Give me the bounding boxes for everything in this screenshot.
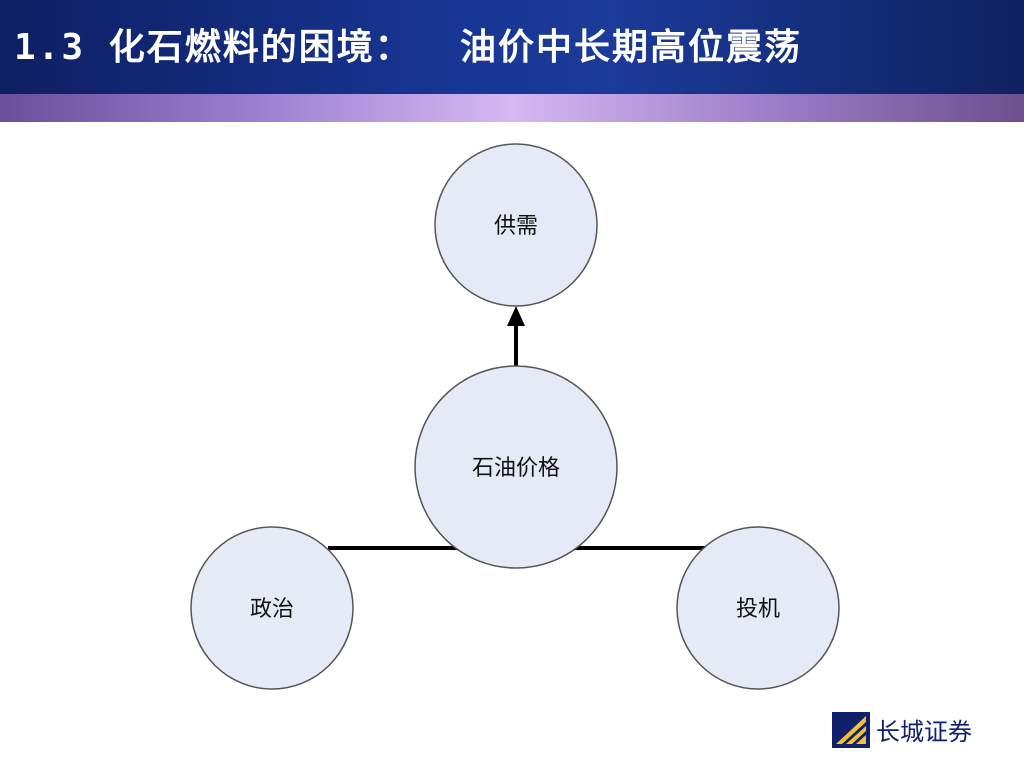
node-left-circle bbox=[190, 526, 354, 690]
node-top-label: 供需 bbox=[494, 214, 538, 239]
slide-title: 1.3 化石燃料的困境： 油价中长期高位震荡 bbox=[14, 27, 803, 68]
logo-emblem-icon bbox=[832, 712, 870, 748]
node-left-label: 政治 bbox=[250, 597, 294, 622]
arrowhead-to-top bbox=[507, 306, 525, 326]
node-top-circle bbox=[434, 143, 598, 307]
node-center-label: 石油价格 bbox=[472, 456, 560, 481]
node-right: 投机 bbox=[676, 526, 840, 690]
node-left: 政治 bbox=[190, 526, 354, 690]
title-accent-stripe bbox=[0, 94, 1024, 122]
node-right-label: 投机 bbox=[736, 597, 780, 622]
title-bar: 1.3 化石燃料的困境： 油价中长期高位震荡 bbox=[0, 0, 1024, 94]
node-center: 石油价格 bbox=[414, 365, 618, 569]
node-center-circle bbox=[414, 365, 618, 569]
company-logo-text: 长城证券 bbox=[876, 718, 972, 746]
node-top: 供需 bbox=[434, 143, 598, 307]
node-right-circle bbox=[676, 526, 840, 690]
